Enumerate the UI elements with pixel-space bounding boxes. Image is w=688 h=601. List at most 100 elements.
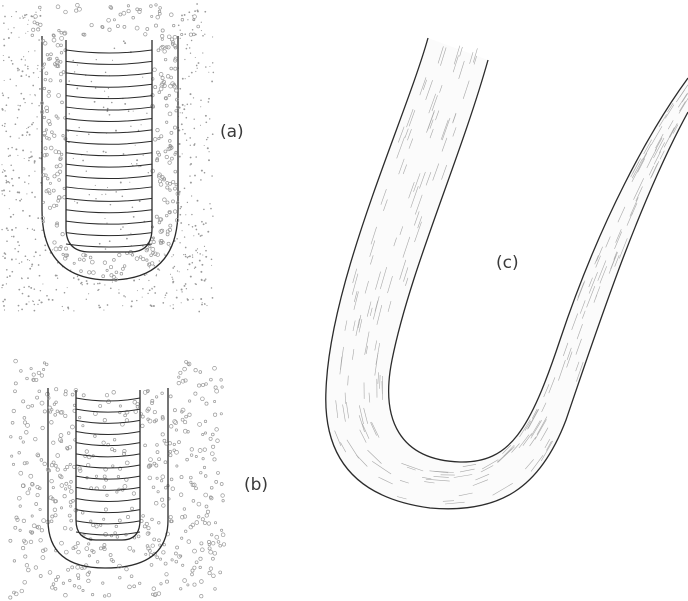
stipple-dot (94, 435, 97, 438)
stipple-dot (184, 187, 186, 189)
stipple-dot (166, 233, 169, 236)
stipple-dot (221, 533, 225, 537)
stipple-dot (172, 267, 174, 269)
stipple-dot (173, 254, 174, 255)
stipple-dot (34, 437, 38, 441)
stipple-dot (182, 230, 183, 231)
stipple-dot (6, 269, 8, 271)
stipple-dot (188, 256, 189, 257)
stipple-dot (184, 33, 186, 35)
stipple-dot (107, 593, 111, 597)
stipple-dot (166, 201, 169, 204)
stipple-dot (103, 107, 105, 109)
stipple-dot (180, 208, 182, 210)
stipple-dot (31, 103, 32, 104)
stipple-dot (88, 271, 91, 274)
stipple-dot (156, 128, 159, 131)
stipple-dot (104, 218, 105, 219)
stipple-dot (27, 405, 31, 409)
stipple-dot (29, 540, 33, 544)
stipple-dot (75, 9, 78, 12)
stipple-dot (20, 75, 22, 77)
stipple-dot (96, 59, 97, 60)
stipple-dot (26, 131, 28, 133)
stipple-dot (194, 143, 196, 145)
stipple-dot (20, 93, 22, 95)
stipple-dot (212, 62, 213, 63)
stipple-dot (28, 160, 30, 162)
stipple-dot (99, 243, 101, 245)
stipple-dot (17, 68, 19, 70)
stipple-dot (110, 6, 113, 9)
stipple-dot (209, 203, 210, 204)
stipple-dot (151, 15, 153, 17)
stipple-dot (18, 177, 20, 179)
stipple-dot (63, 187, 65, 189)
stipple-dot (49, 411, 51, 413)
panel-b-outer-u-outline (48, 388, 168, 568)
stipple-dot (38, 6, 41, 9)
stipple-dot (49, 79, 52, 82)
stipple-dot (126, 515, 129, 518)
stipple-dot (205, 278, 207, 280)
stipple-dot (173, 35, 177, 39)
stipple-dot (53, 403, 55, 405)
stipple-dot (165, 580, 168, 583)
stipple-dot (74, 201, 75, 202)
stipple-dot (87, 151, 88, 152)
stipple-dot (179, 588, 181, 590)
stipple-dot (29, 126, 30, 127)
stipple-dot (164, 253, 165, 254)
stipple-dot (30, 367, 32, 369)
stipple-dot (24, 555, 27, 558)
stipple-dot (60, 31, 63, 34)
stipple-dot (174, 266, 176, 268)
stipple-dot (181, 123, 183, 125)
stipple-dot (38, 390, 41, 393)
stipple-dot (177, 381, 181, 385)
stipple-dot (17, 496, 21, 500)
stipple-dot (198, 62, 200, 64)
stipple-dot (214, 588, 217, 591)
stipple-dot (173, 443, 175, 445)
stipple-dot (133, 280, 135, 282)
stipple-dot (23, 56, 24, 57)
stipple-dot (60, 44, 63, 47)
stipple-dot (184, 530, 187, 533)
panel-a-segment-lines (66, 50, 152, 247)
stipple-dot (148, 172, 149, 173)
stipple-dot (190, 481, 192, 483)
stipple-dot (37, 65, 38, 66)
stipple-dot (181, 537, 183, 539)
stipple-dot (204, 493, 208, 497)
stipple-dot (95, 525, 98, 528)
stipple-dot (31, 123, 33, 125)
stipple-dot (200, 235, 202, 237)
stipple-dot (193, 566, 196, 569)
stipple-dot (24, 64, 25, 65)
stipple-dot (26, 303, 28, 305)
stipple-dot (222, 500, 224, 502)
stipple-dot (28, 157, 30, 159)
stipple-dot (158, 137, 160, 139)
stipple-dot (201, 518, 204, 521)
stipple-dot (175, 560, 178, 563)
stipple-dot (13, 560, 16, 563)
stipple-dot (133, 550, 135, 552)
stipple-dot (1, 108, 3, 110)
stipple-dot (200, 580, 204, 584)
stipple-dot (48, 571, 52, 575)
stipple-dot (8, 156, 9, 157)
stipple-dot (35, 95, 36, 96)
stipple-dot (60, 52, 63, 55)
stipple-dot (40, 301, 42, 303)
stipple-dot (88, 543, 90, 545)
stipple-dot (187, 44, 188, 45)
stipple-dot (188, 400, 190, 402)
stipple-dot (195, 71, 196, 72)
stipple-dot (8, 29, 9, 30)
stipple-dot (34, 50, 35, 51)
stipple-dot (39, 23, 42, 26)
stipple-dot (73, 404, 75, 406)
stipple-dot (46, 177, 49, 180)
